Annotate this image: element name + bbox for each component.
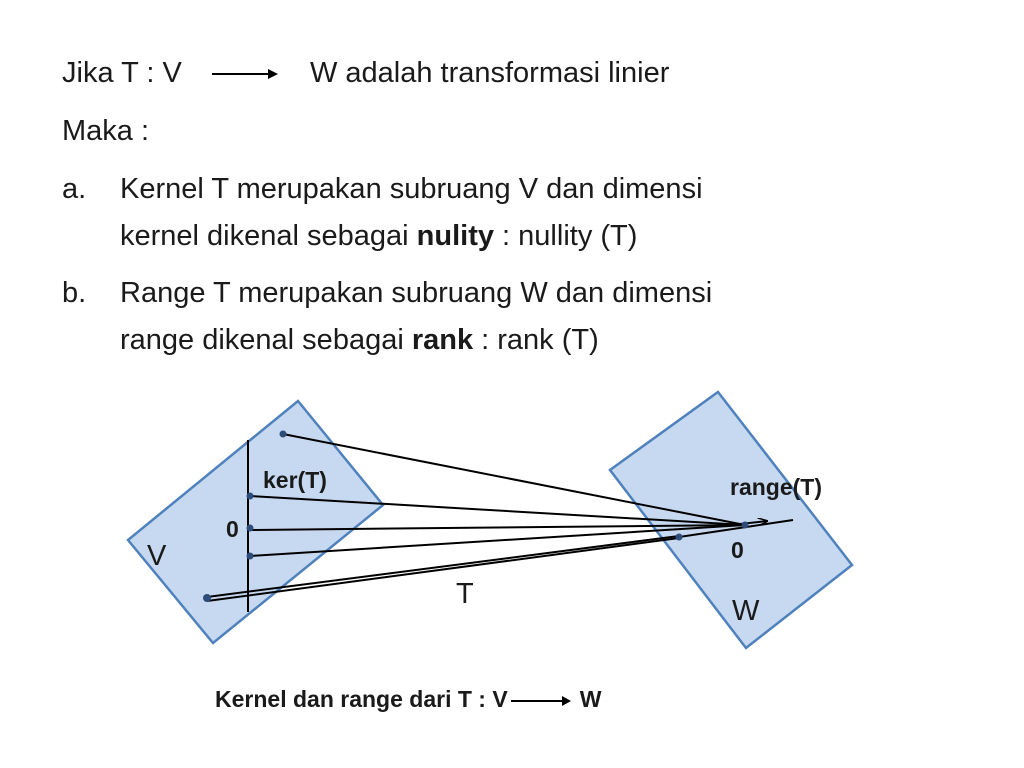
- item-a-notation: : nullity (T): [494, 220, 638, 252]
- item-b-line-2: range dikenal sebagai rank : rank (T): [120, 323, 599, 357]
- map-line-bottom-b: [206, 537, 680, 602]
- space-w-label: W: [732, 595, 760, 627]
- item-b-notation: : rank (T): [473, 324, 599, 356]
- point-zero-v: [246, 524, 254, 532]
- map-line-kernel-2: [249, 524, 746, 557]
- space-v-label: V: [147, 540, 167, 572]
- map-line-top: [282, 433, 746, 526]
- arrow-right-icon: [211, 69, 278, 80]
- space-w-shape: [608, 390, 854, 650]
- item-a-term: nulity: [416, 220, 494, 252]
- map-line-bottom-a: [206, 535, 680, 598]
- item-a-marker: a.: [62, 173, 87, 205]
- point-top: [279, 430, 287, 438]
- kernel-label: ker(T): [263, 467, 327, 493]
- caption-end: W: [579, 686, 602, 712]
- range-label: range(T): [730, 474, 822, 500]
- item-b-text: range dikenal sebagai: [120, 324, 412, 356]
- statement-line-1: Jika T : V W adalah transformasi linier: [62, 56, 669, 90]
- item-a-line-2: kernel dikenal sebagai nulity : nullity …: [120, 219, 637, 253]
- item-b-line-1: Range T merupakan subruang W dan dimensi: [120, 277, 713, 309]
- figure-caption: Kernel dan range dari T : V W: [215, 686, 601, 713]
- item-b-term: rank: [411, 324, 474, 356]
- range-line: [678, 519, 794, 538]
- map-line-zero: [249, 524, 746, 531]
- arrow-right-icon: [510, 695, 571, 706]
- zero-v-label: 0: [226, 516, 239, 542]
- item-b-marker: b.: [62, 277, 87, 309]
- zero-w-label: 0: [731, 537, 744, 563]
- item-a-line-1: Kernel T merupakan subruang V dan dimens…: [120, 173, 703, 205]
- point-kernel-2: [246, 552, 254, 560]
- statement-start: Jika T : V: [62, 57, 182, 89]
- point-range: [675, 533, 683, 541]
- point-bottom: [203, 594, 211, 602]
- map-label: T: [456, 578, 474, 610]
- caption-start: Kernel dan range dari T : V: [215, 686, 508, 712]
- space-v-shape: [126, 399, 385, 645]
- item-a-text: kernel dikenal sebagai: [120, 220, 417, 252]
- point-kernel-1: [246, 492, 254, 500]
- statement-line-2: Maka :: [62, 115, 150, 147]
- point-zero-w: [741, 521, 749, 529]
- map-line-kernel-1: [249, 495, 746, 526]
- statement-end: W adalah transformasi linier: [309, 57, 670, 89]
